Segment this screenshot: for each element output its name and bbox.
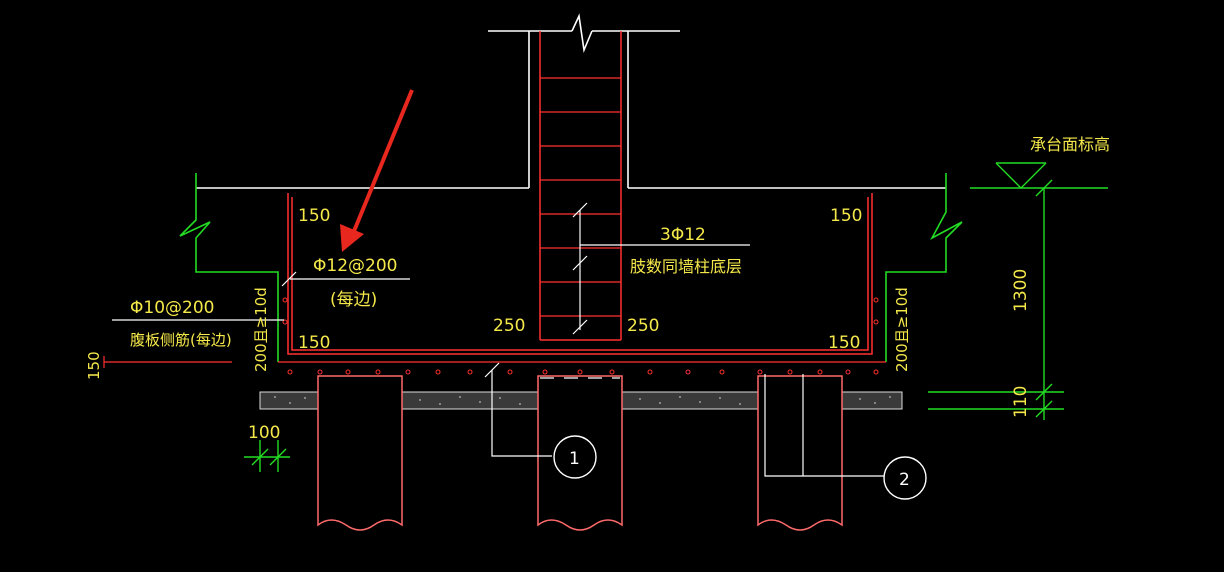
rebar-main-note: (每边) <box>330 290 377 310</box>
rebar-side-note: 腹板侧筋(每边) <box>130 331 232 349</box>
break-lines <box>179 173 963 362</box>
dim-100-label: 100 <box>248 423 280 443</box>
leader-lines <box>112 202 884 477</box>
rebar-side-label: Φ10@200 <box>130 298 214 318</box>
dim-100 <box>244 440 290 472</box>
wall-outline <box>196 13 946 189</box>
col-rebar-note: 肢数同墙柱底层 <box>630 257 742 276</box>
piles <box>317 375 843 531</box>
bottom-rebar-dots <box>282 297 879 375</box>
callout-2-circle <box>883 456 927 500</box>
elevation-dimension <box>928 162 1108 420</box>
dim-1300-label: 1300 <box>1011 269 1031 312</box>
side-150-label: 150 <box>85 351 103 380</box>
rebar-cage <box>287 31 873 355</box>
cover-top-left: 150 <box>298 206 330 226</box>
col-250-left: 250 <box>493 316 525 336</box>
elevation-title: 承台面标高 <box>1030 135 1110 154</box>
anchor-left-label: 200且≥10d <box>252 287 270 372</box>
cover-top-right: 150 <box>830 206 862 226</box>
annotation-arrow <box>340 89 414 252</box>
callout-1-circle <box>553 435 597 479</box>
cover-bottom-left: 150 <box>298 333 330 353</box>
anchor-right-label: 200且≥10d <box>893 287 911 372</box>
col-rebar-label: 3Φ12 <box>660 225 706 245</box>
side-150-leader <box>103 356 232 368</box>
callout-2-number: 2 <box>899 470 910 490</box>
callout-1-number: 1 <box>569 449 580 469</box>
cover-bottom-right: 150 <box>828 333 860 353</box>
dim-110-label: 110 <box>1011 386 1031 418</box>
col-250-right: 250 <box>627 316 659 336</box>
rebar-main-label: Φ12@200 <box>313 256 397 276</box>
